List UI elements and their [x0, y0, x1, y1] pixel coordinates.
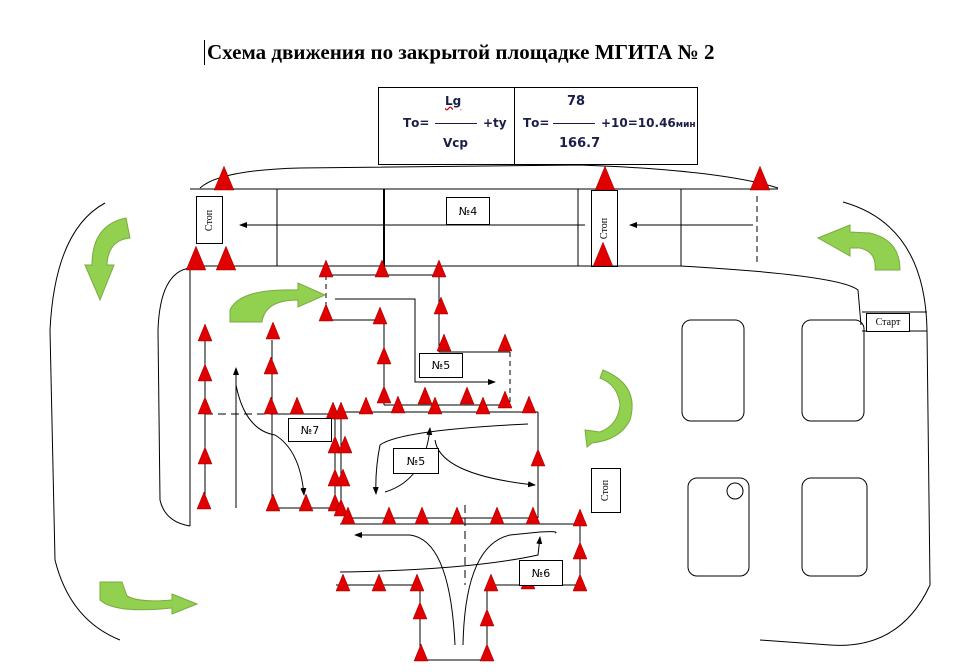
traffic-cone [197, 363, 213, 382]
stop-sign-top: Стоп [591, 190, 618, 267]
traffic-cone [489, 506, 505, 525]
traffic-cone [376, 346, 392, 365]
curved-arrow-right [229, 282, 327, 323]
traffic-cone [327, 435, 343, 454]
traffic-cone [530, 448, 546, 467]
formula-general-box: Lg Tо= +tу Vср [378, 87, 515, 165]
zone4-label: №4 [446, 197, 490, 225]
formula-denominator: Vср [443, 136, 468, 150]
formula-tail: +tу [483, 116, 507, 130]
zone5-upper-label: №5 [419, 353, 463, 378]
traffic-cone [289, 396, 305, 415]
calc-unit: мин [675, 120, 696, 130]
calc-tail: +10=10.46мин [601, 116, 696, 130]
traffic-cone [371, 573, 387, 592]
traffic-cone [215, 245, 237, 271]
marker-circle [726, 482, 744, 500]
calc-result: +10=10.46 [601, 116, 676, 130]
traffic-cone [483, 573, 499, 592]
traffic-cone [358, 396, 374, 415]
traffic-cone [318, 303, 334, 322]
traffic-cone [427, 396, 443, 415]
traffic-cone [417, 386, 433, 405]
fraction-bar [435, 123, 477, 124]
calc-numerator: 78 [567, 94, 586, 109]
traffic-cone [390, 395, 406, 414]
traffic-cone [572, 573, 588, 592]
traffic-cone [431, 259, 447, 278]
lane-zone4 [189, 188, 778, 526]
traffic-cone [335, 468, 351, 487]
curved-arrow-left [816, 224, 901, 271]
traffic-cone [196, 491, 212, 510]
traffic-cone [521, 395, 537, 414]
formula-numerator: Lg [445, 94, 462, 108]
zone7-label: №7 [288, 418, 332, 442]
traffic-cone [374, 259, 390, 278]
traffic-cone [572, 508, 588, 527]
traffic-cone [479, 608, 495, 627]
curved-arrow-uturn [584, 369, 633, 448]
traffic-cone [337, 435, 353, 454]
traffic-cone [412, 601, 428, 620]
stop-text: Стоп [598, 217, 610, 240]
traffic-cone [376, 385, 392, 404]
traffic-cone [340, 506, 356, 525]
traffic-cone [497, 390, 513, 409]
traffic-cone [479, 643, 495, 662]
start-sign: Старт [866, 313, 910, 332]
parking-boxes [681, 319, 868, 577]
curved-arrow-bottom-right [99, 581, 199, 615]
formula-lhs: Tо= [403, 116, 430, 130]
traffic-cone [749, 165, 771, 191]
stop-text: Стоп [203, 209, 215, 231]
traffic-cone [525, 506, 541, 525]
traffic-cones [185, 165, 771, 662]
traffic-cone [475, 396, 491, 415]
traffic-cone [263, 356, 279, 375]
zone5-upper [325, 274, 511, 406]
stop-text: Стоп [600, 479, 612, 502]
direction-arrows [84, 217, 901, 615]
traffic-cone [298, 493, 314, 512]
traffic-cone [265, 321, 281, 340]
diagram-title: Схема движения по закрытой площадке МГИТ… [204, 40, 715, 65]
zone7-and-zone5-lower [204, 340, 539, 519]
calc-lhs: Tо= [523, 116, 550, 130]
traffic-cone [381, 506, 397, 525]
calc-denominator: 166.7 [559, 136, 601, 151]
traffic-cone [413, 643, 429, 662]
stop-sign-middle: Стоп [591, 468, 621, 513]
traffic-cone [197, 446, 213, 465]
traffic-cone [318, 259, 334, 278]
traffic-cone [409, 573, 425, 592]
fraction-bar [553, 123, 595, 124]
traffic-cone [265, 493, 281, 512]
traffic-cone [459, 386, 475, 405]
traffic-cone [333, 498, 349, 517]
formula-calc-box: 78 Tо= +10=10.46мин 166.7 [514, 87, 698, 165]
traffic-cone [594, 165, 616, 191]
traffic-cone [449, 506, 465, 525]
traffic-cone [436, 333, 452, 352]
zone6-label: №6 [519, 560, 563, 586]
traffic-cone [372, 306, 388, 325]
zone5-lower-label: №5 [393, 448, 439, 474]
traffic-cone [497, 333, 513, 352]
traffic-cone [263, 396, 279, 415]
traffic-cone [335, 573, 351, 592]
curved-arrow-left-down [84, 217, 131, 302]
traffic-cone [197, 323, 213, 342]
traffic-cone [197, 396, 213, 415]
traffic-cone [213, 165, 235, 191]
traffic-cone [414, 506, 430, 525]
stop-sign-left: Стоп [196, 196, 223, 244]
traffic-cone [185, 245, 207, 271]
traffic-cone [572, 541, 588, 560]
traffic-cone [433, 296, 449, 315]
traffic-cone [333, 401, 349, 420]
